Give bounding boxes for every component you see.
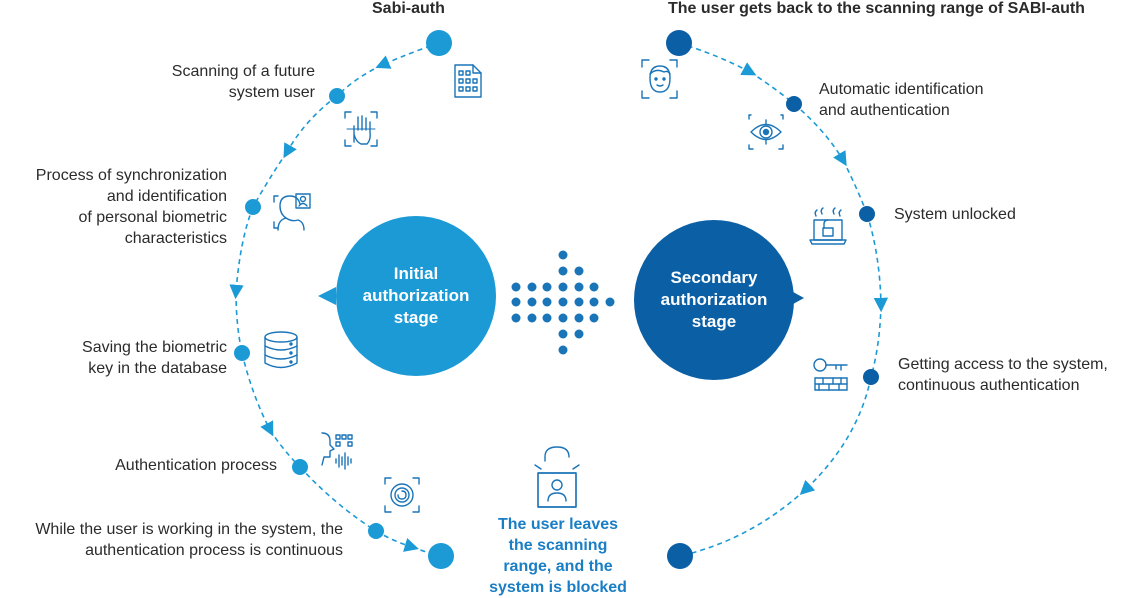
left-start-dot	[426, 30, 452, 56]
secondary-stage: Secondary authorization stage	[634, 220, 794, 380]
database-icon	[264, 331, 298, 369]
left-end-dot	[428, 543, 454, 569]
step-label-synchronization: Process of synchronization and identific…	[35, 167, 227, 247]
right-header: The user gets back to the scanning range…	[668, 0, 1085, 17]
step-label-saving: Saving the biometric key in the database	[82, 339, 227, 377]
unlocked-laptop-icon	[809, 207, 847, 245]
left-header: Sabi-auth	[372, 0, 445, 17]
biometric-profile-icon	[273, 193, 311, 231]
step-label-continuous: While the user is working in the system,…	[35, 521, 343, 559]
step-dot	[234, 345, 250, 361]
step-label-getting-access: Getting access to the system, continuous…	[898, 356, 1108, 394]
stage-label: stage	[691, 312, 737, 331]
right-end-dot	[667, 543, 693, 569]
stage-label: Initial	[393, 264, 439, 283]
stage-label: authorization	[660, 290, 768, 309]
step-label-scanning: Scanning of a future system user	[171, 63, 315, 101]
system-blocked-label: The user leaves the scanning range, and …	[489, 516, 627, 596]
stage-label: authorization	[362, 286, 470, 305]
stage-label: stage	[393, 308, 439, 327]
step-dot	[859, 206, 875, 222]
key-access-icon	[813, 358, 848, 391]
step-dot	[786, 96, 802, 112]
initial-stage: Initial authorization stage	[336, 216, 496, 376]
padlock-user-icon	[534, 446, 580, 508]
initial-stage-pointer	[318, 287, 336, 305]
stage-label: Secondary	[670, 268, 758, 287]
voice-recognition-icon	[321, 432, 353, 470]
step-dot	[368, 523, 384, 539]
eye-scan-icon	[748, 114, 784, 150]
step-label-system-unlocked: System unlocked	[894, 206, 1016, 223]
step-dot	[863, 369, 879, 385]
step-dot	[245, 199, 261, 215]
right-start-dot	[666, 30, 692, 56]
dot-arrow	[511, 250, 615, 355]
fingerprint-scan-icon	[384, 477, 420, 513]
face-scan-icon	[641, 59, 678, 99]
building-icon	[454, 64, 482, 98]
step-label-automatic-identification: Automatic identification and authenticat…	[819, 81, 984, 119]
step-label-authentication: Authentication process	[115, 457, 277, 474]
step-dot	[292, 459, 308, 475]
step-dot	[329, 88, 345, 104]
hand-scan-icon	[344, 111, 378, 147]
